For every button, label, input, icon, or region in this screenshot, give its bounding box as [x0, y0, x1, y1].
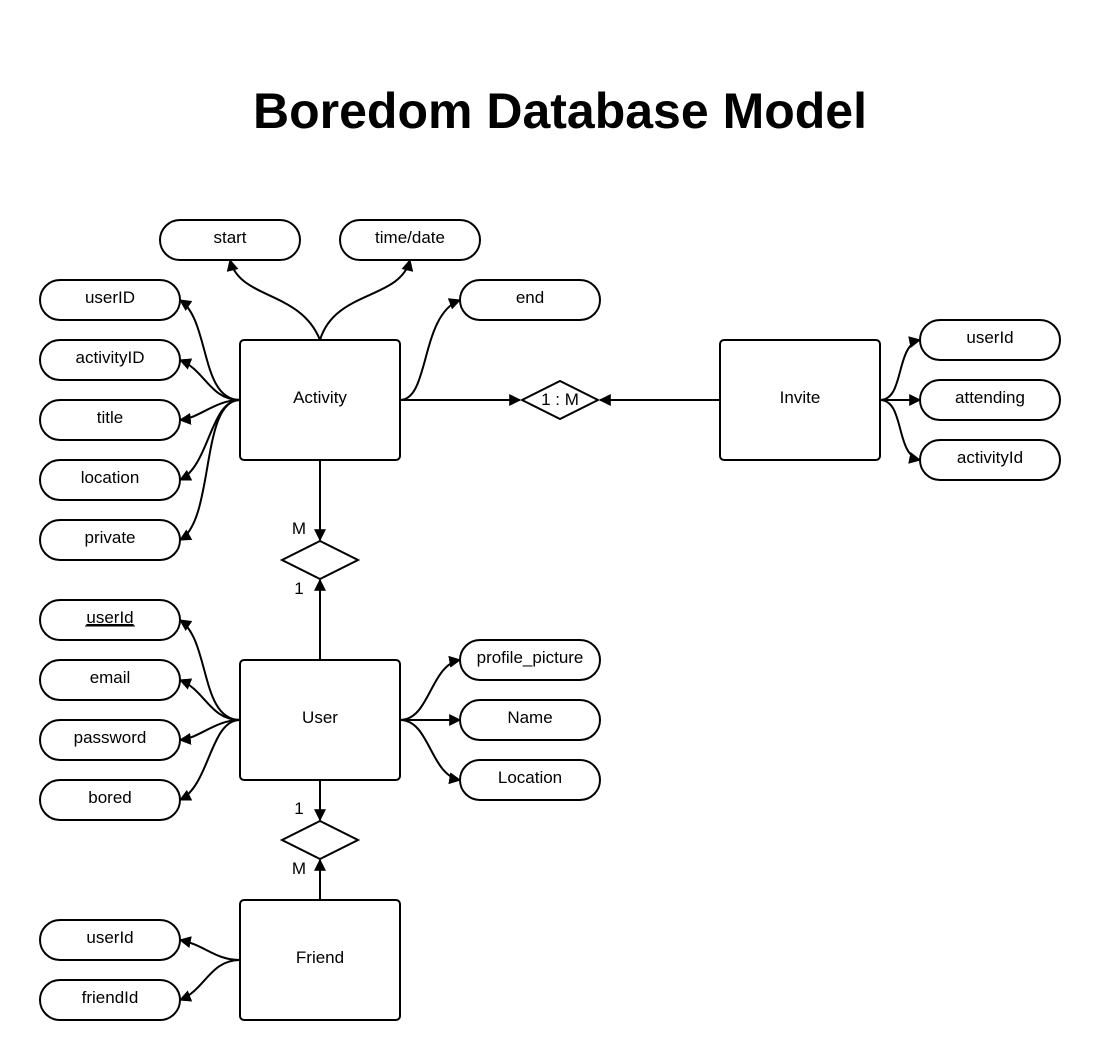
attribute-time-date[interactable]: time/date	[339, 219, 481, 261]
edge-user-userid	[179, 619, 241, 721]
attribute-email-label: email	[90, 668, 131, 687]
attribute-location[interactable]: location	[39, 459, 181, 501]
attribute-friend-userid-label: userId	[86, 928, 133, 947]
attribute-friendid-label: friendId	[82, 988, 139, 1007]
edge-activity-time-date	[319, 258, 414, 341]
edge-activity-private	[178, 399, 241, 541]
attribute-friend-userid[interactable]: userId	[39, 919, 181, 961]
relationship-activity-user[interactable]	[279, 539, 361, 581]
attribute-activityid-label: activityID	[76, 348, 145, 367]
attribute-invite-activityid[interactable]: activityId	[919, 439, 1061, 481]
attribute-name[interactable]: Name	[459, 699, 601, 741]
edge-activity-activityid	[178, 358, 241, 401]
edge-friend-friendid	[178, 959, 241, 1002]
entity-invite[interactable]: Invite	[719, 339, 881, 461]
attribute-activity-userid[interactable]: userID	[39, 279, 181, 321]
connectors	[178, 258, 922, 1002]
edge-user-email	[178, 678, 241, 721]
entity-activity-label: Activity	[293, 388, 347, 407]
attribute-profile-picture-label: profile_picture	[477, 648, 584, 667]
attribute-title[interactable]: title	[39, 399, 181, 441]
attribute-title-label: title	[97, 408, 123, 427]
attribute-start-label: start	[213, 228, 246, 247]
entity-friend[interactable]: Friend	[239, 899, 401, 1021]
attribute-time-date-label: time/date	[375, 228, 445, 247]
attribute-profile-picture[interactable]: profile_picture	[459, 639, 601, 681]
edge-invite-userid	[879, 336, 922, 401]
attribute-attending[interactable]: attending	[919, 379, 1061, 421]
attribute-end-label: end	[516, 288, 544, 307]
cardinality-user-side-top: 1	[294, 579, 303, 598]
attribute-password[interactable]: password	[39, 719, 181, 761]
attribute-invite-userid-label: userId	[966, 328, 1013, 347]
attribute-start[interactable]: start	[159, 219, 301, 261]
attribute-private[interactable]: private	[39, 519, 181, 561]
edge-user-location	[399, 719, 462, 785]
attribute-user-location[interactable]: Location	[459, 759, 601, 801]
attribute-bored-label: bored	[88, 788, 131, 807]
attribute-attending-label: attending	[955, 388, 1025, 407]
entity-activity[interactable]: Activity	[239, 339, 401, 461]
attribute-bored[interactable]: bored	[39, 779, 181, 821]
cardinality-activity-side: M	[292, 519, 306, 538]
edge-activity-start	[226, 258, 321, 341]
relationship-activity-invite[interactable]: 1 : M	[519, 379, 601, 421]
edge-invite-activityid	[879, 399, 922, 464]
attribute-email[interactable]: email	[39, 659, 181, 701]
edge-user-bored	[178, 719, 241, 801]
attribute-invite-userid[interactable]: userId	[919, 319, 1061, 361]
attribute-user-userid[interactable]: userId	[39, 599, 181, 641]
attribute-user-location-label: Location	[498, 768, 562, 787]
edge-friend-userid	[178, 936, 241, 961]
attribute-friendid[interactable]: friendId	[39, 979, 181, 1021]
attribute-invite-activityid-label: activityId	[957, 448, 1023, 467]
edge-activity-location	[178, 399, 241, 481]
relationship-activity-invite-label: 1 : M	[541, 390, 579, 409]
attribute-user-userid-label: userId	[86, 608, 133, 627]
relationship-user-friend[interactable]	[279, 819, 361, 861]
attribute-private-label: private	[84, 528, 135, 547]
attribute-password-label: password	[74, 728, 147, 747]
attribute-activity-userid-label: userID	[85, 288, 135, 307]
attribute-location-label: location	[81, 468, 140, 487]
attribute-activityid[interactable]: activityID	[39, 339, 181, 381]
attribute-end[interactable]: end	[459, 279, 601, 321]
entity-user[interactable]: User	[239, 659, 401, 781]
cardinality-user-side-bottom: 1	[294, 799, 303, 818]
entity-invite-label: Invite	[780, 388, 821, 407]
entity-user-label: User	[302, 708, 338, 727]
attribute-name-label: Name	[507, 708, 552, 727]
entity-friend-label: Friend	[296, 948, 344, 967]
cardinality-friend-side: M	[292, 859, 306, 878]
edge-user-profile-picture	[399, 655, 462, 721]
edge-activity-userid	[179, 299, 241, 401]
edge-activity-end	[399, 298, 462, 401]
diagram-title: Boredom Database Model	[253, 83, 867, 139]
